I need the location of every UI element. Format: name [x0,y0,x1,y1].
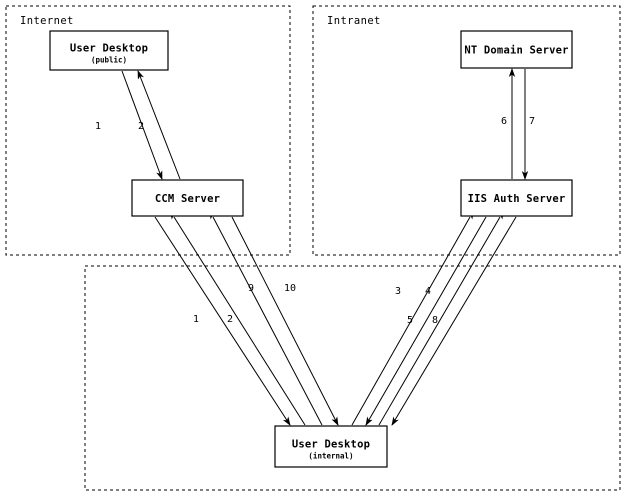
flow-step-label: 1 [95,121,101,132]
zone-boundary-intranet [312,5,621,256]
flow-step-label: 5 [407,315,413,326]
node-box-nt-domain-server [460,30,573,69]
flow-arrow-step-10-ccm-server-to-user-desktop-internal [231,216,339,426]
node-iis-auth-server: IIS Auth Server [460,179,573,217]
flow-arrow-step-3-user-desktop-internal-to-iis-auth-server [351,210,474,426]
zone-boundaries: Internet Intranet [5,5,621,491]
flow-arrow-step-8-iis-auth-server-to-user-desktop-internal [391,216,517,426]
flow-arrow-step-2-ccm-server-to-user-desktop-internal [169,210,306,426]
zone-label-intranet: Intranet [327,15,381,27]
node-box-user-desktop-internal [274,425,388,468]
flow-step-label: 3 [395,286,401,297]
flow-step-labels: 1 2 1 2 9 10 3 4 5 8 6 7 [95,116,535,326]
node-user-desktop-internal: User Desktop(internal) [274,425,388,468]
node-title-user-desktop-internal: User Desktop [292,439,370,451]
node-title-iis-auth-server: IIS Auth Server [468,193,566,205]
node-title-nt-domain-server: NT Domain Server [464,45,568,57]
flow-step-label: 2 [227,314,233,325]
flow-arrow-step-1-user-desktop-public-to-ccm-server [121,70,163,180]
flow-arrow-step-2-ccm-server-to-user-desktop-public [137,70,181,180]
flow-arrow-step-4-iis-auth-server-to-user-desktop-internal [365,216,487,426]
flow-step-label: 6 [501,116,507,127]
node-ccm-server: CCM Server [131,179,244,217]
node-subtitle-user-desktop-internal: (internal) [308,452,353,461]
node-subtitle-user-desktop-public: (public) [91,56,127,65]
flow-step-label: 8 [432,315,438,326]
flow-step-label: 10 [284,283,296,294]
node-box-ccm-server [131,179,244,217]
zone-label-internet: Internet [20,15,74,27]
zone-boundary-internet [5,5,291,256]
zone-internal [84,265,621,491]
flow-step-label: 7 [529,116,535,127]
node-title-user-desktop-public: User Desktop [70,43,148,55]
node-title-ccm-server: CCM Server [155,193,220,205]
zone-internet: Internet [5,5,291,256]
flow-arrows [121,68,529,426]
flow-arrow-step-5-user-desktop-internal-to-iis-auth-server [378,210,505,426]
flow-arrow-step-9-user-desktop-internal-to-ccm-server [209,209,323,426]
flow-step-label: 9 [248,283,254,294]
flow-arrow-step-1-ccm-server-to-user-desktop-internal [154,216,291,426]
node-box-user-desktop-public [49,30,169,71]
zone-intranet: Intranet [312,5,621,256]
node-user-desktop-public: User Desktop(public) [49,30,169,71]
flow-step-label: 1 [193,314,199,325]
node-box-iis-auth-server [460,179,573,217]
flow-step-label: 2 [138,121,144,132]
node-nt-domain-server: NT Domain Server [460,30,573,69]
zone-boundary-internal [84,265,621,491]
flow-step-label: 4 [425,286,431,297]
